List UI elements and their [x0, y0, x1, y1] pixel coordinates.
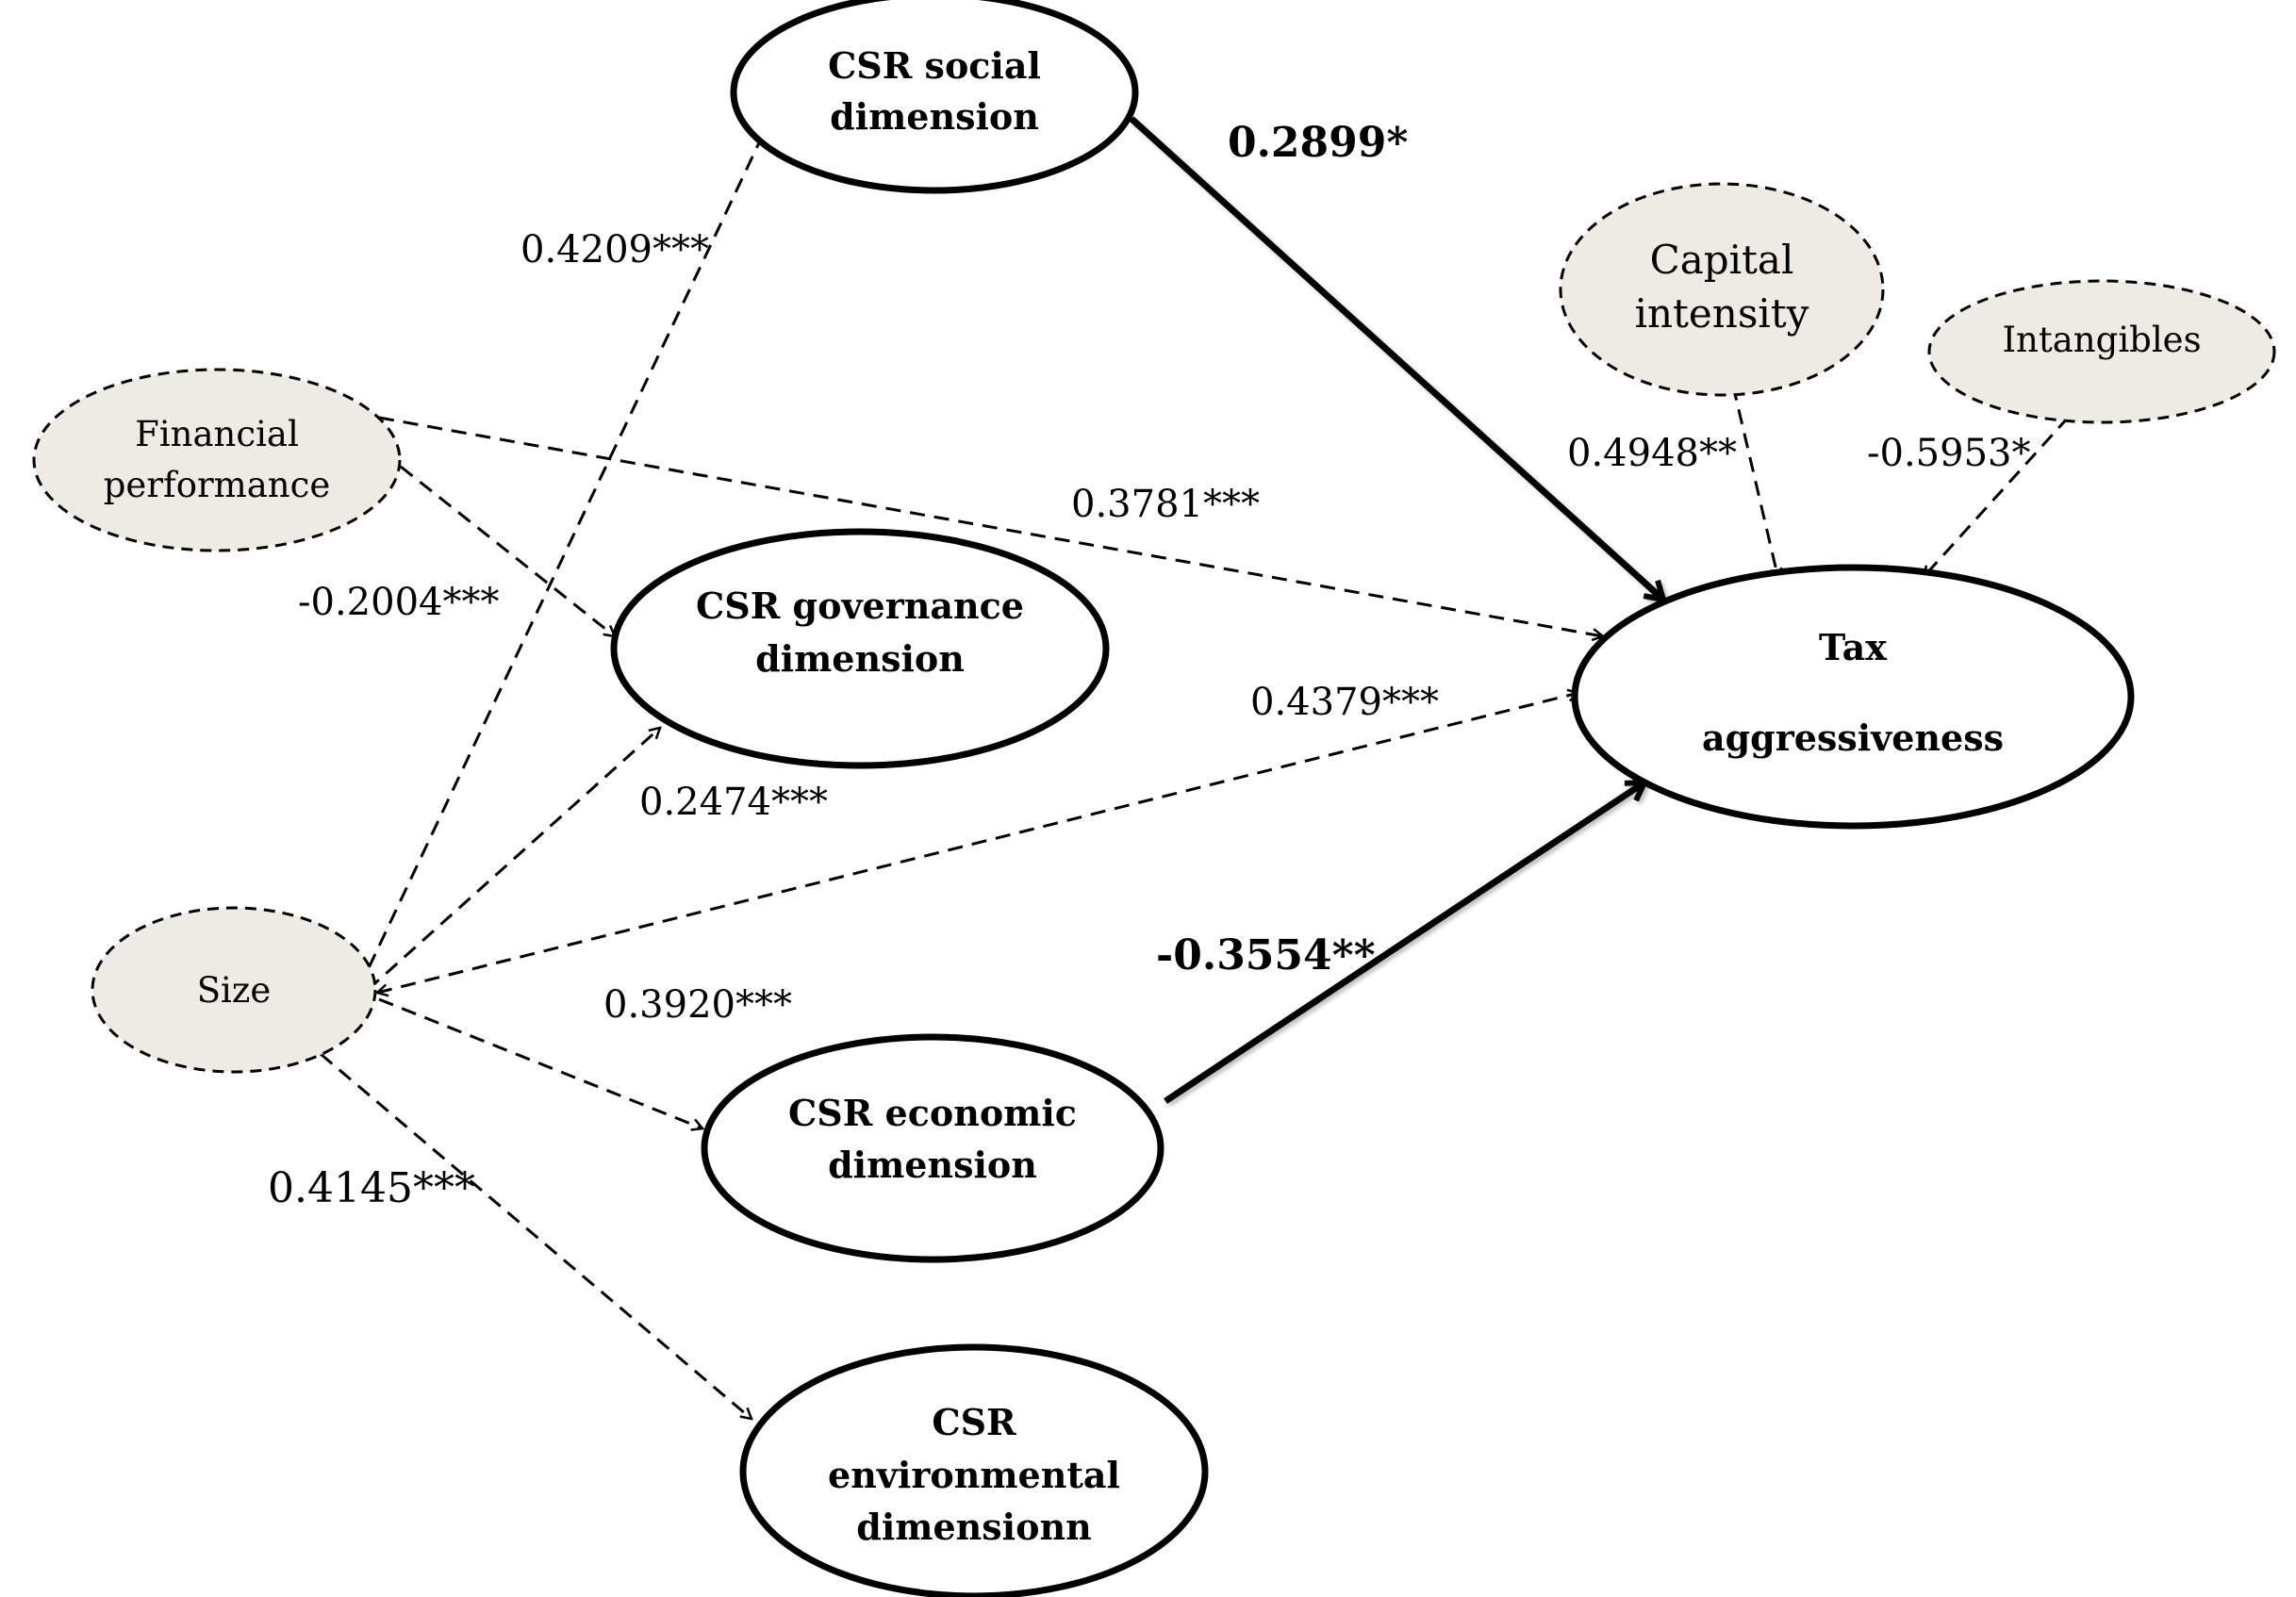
path-economic-to-tax [1164, 779, 1649, 1104]
coef-size-environmental: 0.4145*** [268, 1164, 475, 1212]
node-label: environmental [828, 1454, 1120, 1496]
node-capital-intensity[interactable]: Capital intensity [1559, 182, 1885, 397]
path-capital-to-tax [1731, 385, 1778, 579]
node-label: dimensionn [856, 1506, 1091, 1548]
coef-intangibles-tax: -0.5953* [1867, 432, 2030, 475]
coef-size-tax: 0.4379*** [1250, 681, 1439, 724]
coef-capital-tax: 0.4948** [1567, 432, 1737, 475]
coef-size-governance: 0.2474*** [639, 781, 828, 824]
coef-financial-tax: 0.3781*** [1071, 483, 1260, 526]
node-label: Capital [1650, 237, 1794, 283]
path-size-to-economic [378, 997, 702, 1128]
node-label: dimension [830, 95, 1039, 138]
path-size-to-environmental [320, 1052, 752, 1419]
node-csr-economic[interactable]: CSR economic dimension [701, 1033, 1165, 1263]
node-label: Tax [1819, 626, 1887, 668]
path-financial-to-governance [400, 465, 615, 636]
coef-social-tax: 0.2899* [1228, 119, 1408, 167]
path-social-to-tax [1129, 116, 1668, 603]
path-financial-to-tax [378, 416, 1603, 636]
path-size-to-tax [377, 693, 1578, 993]
node-csr-governance[interactable]: CSR governance dimension [610, 528, 1110, 769]
node-csr-environmental[interactable]: CSR environmental dimensionn [739, 1343, 1209, 1597]
node-label: aggressiveness [1702, 716, 2004, 759]
node-label: intensity [1635, 290, 1809, 337]
coef-size-social: 0.4209*** [520, 228, 709, 272]
node-label: Size [197, 970, 272, 1011]
node-label: CSR social [828, 44, 1041, 87]
coef-economic-tax: -0.3554** [1156, 931, 1376, 980]
node-label: dimension [828, 1144, 1037, 1186]
coef-financial-governance: -0.2004*** [298, 581, 499, 624]
node-label: performance [104, 465, 331, 505]
coef-size-economic: 0.3920*** [603, 983, 792, 1027]
node-size[interactable]: Size [91, 906, 377, 1074]
path-size-to-governance [366, 728, 660, 992]
node-intangibles[interactable]: Intangibles [1927, 279, 2276, 424]
node-label: CSR [932, 1401, 1016, 1443]
node-label: CSR governance [696, 584, 1024, 627]
node-financial-performance[interactable]: Financial performance [32, 368, 402, 552]
node-label: Financial [135, 414, 299, 454]
node-label: dimension [755, 637, 965, 680]
node-csr-social[interactable]: CSR social dimension [730, 0, 1139, 194]
node-label: CSR economic [788, 1092, 1077, 1134]
path-intangibles-to-tax [1924, 415, 2071, 577]
node-tax-aggressiveness[interactable]: Tax aggressiveness [1571, 564, 2135, 830]
node-label: Intangibles [2002, 320, 2201, 360]
